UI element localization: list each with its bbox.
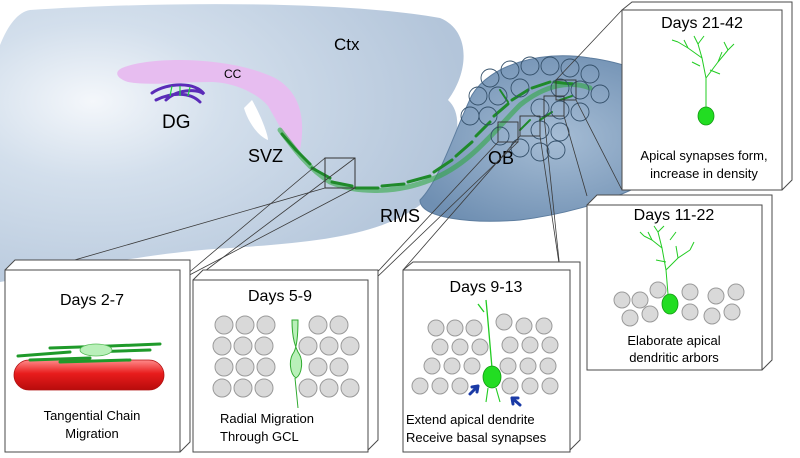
panel-days-5-9: Days 5-9 Radial Migration Through GCL <box>192 269 379 453</box>
corpus-callosum <box>117 59 303 150</box>
panel-5-caption-1: Apical synapses form, <box>640 148 767 163</box>
panel-5-caption-2: increase in density <box>650 166 758 181</box>
panel-1-caption-2: Migration <box>65 426 118 441</box>
basal-synapse-arrow-right <box>510 396 522 407</box>
ob-focus-box-1 <box>497 121 519 143</box>
panel-days-21-42: Days 21-42 Apical synapses form, increas… <box>621 1 793 191</box>
apical-dendrite <box>477 299 493 369</box>
panel-4-title: Days 11-22 <box>634 207 715 224</box>
panel-4-caption-1: Elaborate apical <box>627 333 720 348</box>
panel-3-caption-1: Extend apical dendrite <box>406 412 535 427</box>
blood-vessel <box>13 359 165 391</box>
ventricle-cut <box>244 100 268 140</box>
migrating-neuron <box>79 343 113 357</box>
label-svz: SVZ <box>248 146 283 166</box>
neuron-soma-3 <box>482 365 502 389</box>
gcl-cells-4 <box>613 281 745 327</box>
panel-2-caption-2: Through GCL <box>220 429 299 444</box>
panel-3-caption-2: Receive basal synapses <box>406 430 547 445</box>
gcl-cells-3 <box>411 313 559 395</box>
dg-neurons <box>169 85 191 97</box>
radial-neuron <box>289 319 303 409</box>
panel-5-title: Days 21-42 <box>661 15 743 32</box>
arbor-5 <box>671 35 735 108</box>
panel-2-title: Days 5-9 <box>248 288 312 305</box>
gcl-cells <box>212 315 360 398</box>
rostral-migratory-stream <box>277 80 593 193</box>
panel-days-9-13: Days 9-13 Extend apical dendrite Receive… <box>402 261 581 453</box>
neuron-soma-5 <box>697 106 715 126</box>
ob-cell-outlines <box>460 56 610 162</box>
panel-days-11-22: Days 11-22 Elaborate apical dendritic ar… <box>586 194 773 371</box>
panel-4-caption-2: dendritic arbors <box>629 350 719 365</box>
panel-1-title: Days 2-7 <box>60 292 124 309</box>
neuron-soma-4 <box>661 293 679 315</box>
panel-2-caption-1: Radial Migration <box>220 411 314 426</box>
label-dg: DG <box>162 112 191 133</box>
basal-synapse-arrow-left <box>468 384 480 396</box>
rms-focus-box <box>324 157 356 189</box>
label-rms: RMS <box>380 206 420 226</box>
label-cc: CC <box>224 67 242 81</box>
panel-1-caption-1: Tangential Chain <box>44 408 141 423</box>
arbor-4 <box>639 225 695 295</box>
forebrain <box>0 4 464 282</box>
ob-focus-box-2 <box>519 115 541 137</box>
ob-focus-box-3 <box>543 95 565 117</box>
panel-days-2-7: Days 2-7 Tangential Chain Migration <box>4 259 191 453</box>
label-ctx: Ctx <box>334 35 360 54</box>
panel-3-title: Days 9-13 <box>450 279 523 296</box>
ob-focus-box-4 <box>555 79 577 101</box>
